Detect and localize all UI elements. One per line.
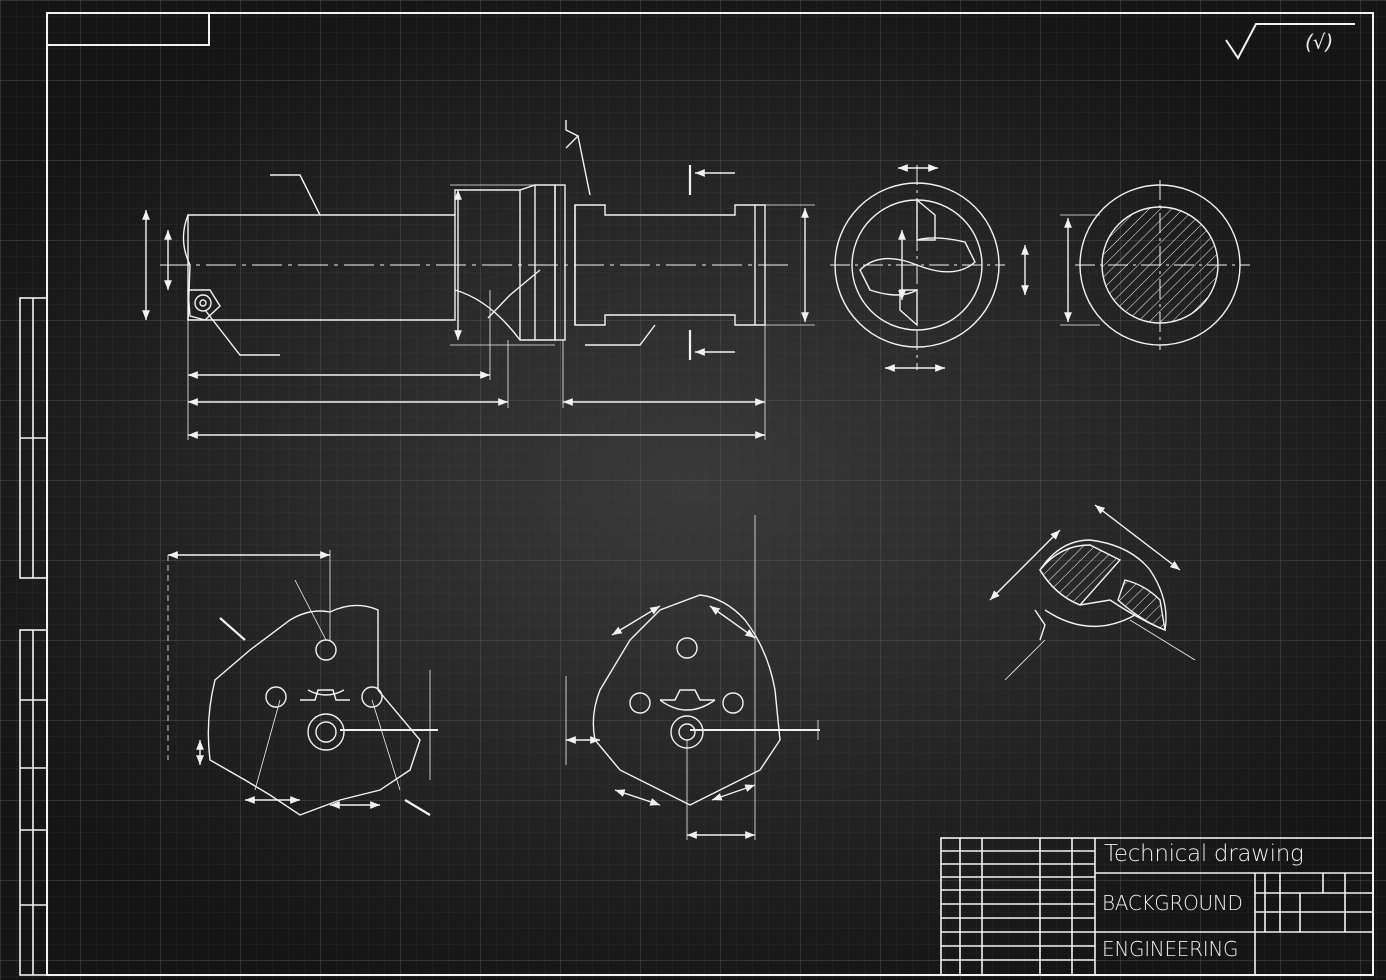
top-left-stamp-box xyxy=(47,13,210,46)
tri-lobe-part-left xyxy=(167,550,438,816)
surface-roughness-icon xyxy=(1225,23,1355,60)
detail-section xyxy=(989,504,1196,681)
title-block-title: Technical drawing xyxy=(1104,841,1304,867)
tri-lobe-part-middle xyxy=(565,515,820,840)
title-block xyxy=(940,837,1374,976)
section-view-right xyxy=(1060,180,1250,350)
end-view-left xyxy=(830,164,1029,372)
title-block-line2: ENGINEERING xyxy=(1102,937,1239,961)
roughness-mark: (√) xyxy=(1305,30,1334,54)
title-block-line1: BACKGROUND xyxy=(1102,891,1243,915)
shaft-side-view xyxy=(142,120,815,440)
side-strip xyxy=(19,297,48,976)
